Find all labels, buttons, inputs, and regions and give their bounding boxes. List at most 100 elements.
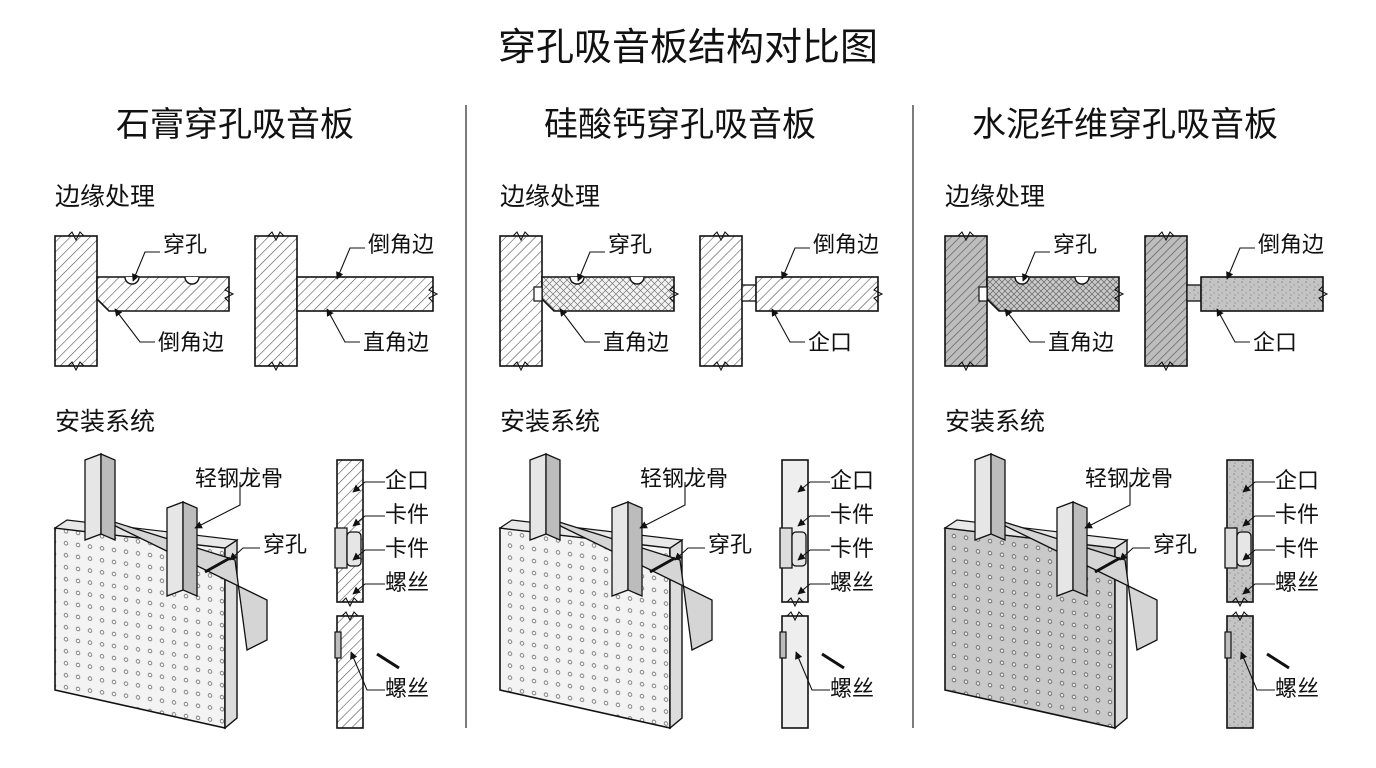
leader-line: [559, 308, 600, 343]
clip: [779, 527, 793, 569]
column-title: 石膏穿孔吸音板: [116, 105, 354, 145]
install-side-label: 卡件: [385, 537, 429, 562]
steel-stud: [182, 501, 198, 597]
leader-line: [797, 549, 830, 561]
break-mark: [957, 231, 975, 242]
edge-label: 企口: [808, 331, 852, 356]
break-mark: [1157, 231, 1175, 242]
steel-stud: [974, 453, 992, 541]
bracket: [334, 631, 342, 659]
wall-section: [336, 615, 364, 729]
clip: [791, 531, 807, 567]
leader-line: [132, 251, 160, 282]
leader-line: [797, 481, 830, 493]
edge-label: 倒角边: [368, 233, 434, 258]
column-fiber-cement: 水泥纤维穿孔吸音板边缘处理安装系统穿孔直角边倒角边企口轻钢龙骨穿孔企口卡件卡件螺…: [943, 105, 1329, 730]
leader-line: [352, 549, 385, 561]
wall-section: [254, 235, 298, 367]
install-side-label: 企口: [1275, 469, 1319, 494]
break-mark: [512, 231, 530, 242]
break-mark: [67, 361, 85, 372]
bracket: [1224, 631, 1232, 659]
install-side-label: 螺丝: [385, 571, 429, 596]
edge-label: 倒角边: [158, 331, 224, 356]
leader-line: [1226, 247, 1255, 280]
install-label: 轻钢龙骨: [195, 467, 283, 492]
break-mark: [712, 231, 730, 242]
break-mark: [873, 285, 884, 303]
steel-stud: [166, 501, 184, 597]
steel-stud: [529, 453, 547, 541]
clip: [1236, 531, 1252, 567]
leader-line: [352, 583, 385, 595]
screw: [204, 556, 231, 574]
wall-section: [1144, 235, 1188, 367]
leader-line: [797, 515, 830, 527]
install-side-label: 螺丝: [830, 571, 874, 596]
column-gypsum: 石膏穿孔吸音板边缘处理安装系统穿孔倒角边倒角边直角边轻钢龙骨穿孔企口卡件卡件螺丝…: [53, 105, 439, 730]
edge-label: 倒角边: [813, 233, 879, 258]
leader-line: [1242, 549, 1275, 561]
edge-label: 穿孔: [163, 233, 207, 258]
column-calcium-silicate: 硅酸钙穿孔吸音板边缘处理安装系统穿孔直角边倒角边企口轻钢龙骨穿孔企口卡件卡件螺丝…: [498, 105, 884, 730]
edge-label: 穿孔: [608, 233, 652, 258]
wall-section: [699, 235, 743, 367]
leader-line: [352, 481, 385, 493]
section-label-install: 安装系统: [500, 407, 600, 436]
wall-section: [781, 615, 809, 729]
tongue-groove: [978, 286, 988, 302]
leader-line: [781, 247, 810, 280]
panel-section: [296, 276, 434, 312]
install-side-label: 螺丝: [830, 677, 874, 702]
break-mark: [786, 611, 804, 622]
break-mark: [428, 285, 439, 303]
runner-channel: [539, 515, 713, 651]
steel-stud: [1072, 501, 1088, 597]
panel-section: [96, 276, 230, 312]
leader-line: [1004, 308, 1045, 343]
clip: [334, 527, 348, 569]
install-label: 轻钢龙骨: [1085, 467, 1173, 492]
break-mark: [341, 611, 359, 622]
install-side-label: 卡件: [1275, 503, 1319, 528]
column-title: 硅酸钙穿孔吸音板: [544, 105, 816, 145]
break-mark: [1231, 597, 1249, 608]
break-mark: [224, 285, 235, 303]
leader-line: [674, 547, 705, 561]
leader-line: [229, 547, 260, 561]
steel-stud: [100, 453, 116, 541]
install-side-label: 卡件: [830, 537, 874, 562]
panel-section: [986, 276, 1120, 312]
leader-line: [352, 515, 385, 527]
leader-line: [1216, 308, 1250, 343]
install-side-label: 卡件: [830, 503, 874, 528]
screw: [821, 652, 845, 670]
steel-stud: [84, 453, 102, 541]
edge-label: 倒角边: [1258, 233, 1324, 258]
leader-line: [350, 651, 385, 691]
break-mark: [512, 361, 530, 372]
screw: [649, 556, 676, 574]
section-label-install: 安装系统: [55, 407, 155, 436]
install-side-label: 螺丝: [1275, 677, 1319, 702]
leader-line: [194, 482, 241, 529]
break-mark: [1114, 285, 1125, 303]
install-side-label: 卡件: [385, 503, 429, 528]
break-mark: [67, 231, 85, 242]
edge-label: 穿孔: [1053, 233, 1097, 258]
steel-stud: [545, 453, 561, 541]
perforation-hole: [184, 276, 200, 285]
wall-section: [54, 235, 98, 367]
leader-line: [577, 251, 605, 282]
panel-section: [755, 276, 879, 312]
break-mark: [1231, 611, 1249, 622]
